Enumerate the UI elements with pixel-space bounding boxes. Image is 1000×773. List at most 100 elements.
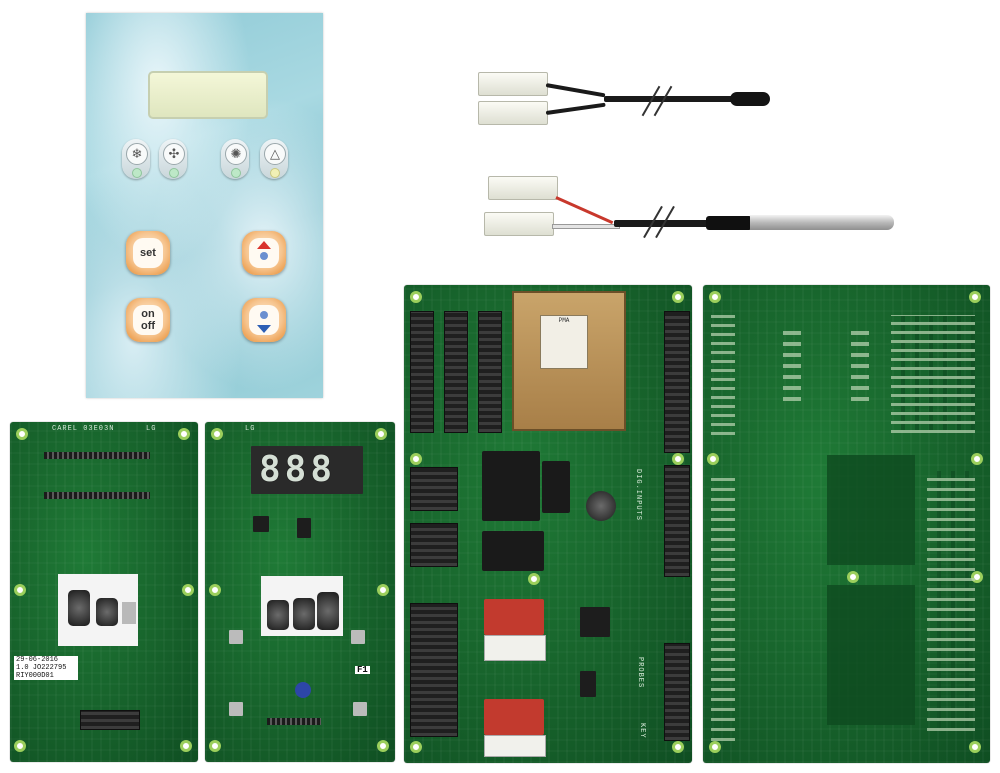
tact-switch[interactable] — [229, 630, 243, 644]
relay-label — [484, 735, 546, 757]
mount-hole — [211, 428, 223, 440]
aux-led — [231, 168, 241, 178]
on-off-button[interactable]: on off — [126, 298, 170, 342]
mount-hole — [672, 291, 684, 303]
cable1-connector-top — [478, 72, 548, 96]
defrost-key[interactable]: ❄ — [122, 139, 150, 179]
ic-chip — [253, 516, 269, 532]
dig-inputs-silk: DIG.INPUTS — [634, 469, 642, 522]
mount-hole — [672, 453, 684, 465]
pcb-keypad-board: CAREL 03E03N LG 29-06-2016 1.0 JO222795 … — [10, 422, 198, 762]
microcontroller — [580, 607, 610, 637]
cable1-wire-b — [545, 102, 606, 115]
copper-area — [827, 455, 915, 565]
board-a-silk-label: CAREL 03E03N — [52, 425, 115, 433]
up-button[interactable] — [242, 231, 286, 275]
cable2-connector-bottom — [484, 212, 554, 236]
fan-led — [169, 168, 179, 178]
terminal-block — [410, 311, 434, 433]
date-label-line1: 29-06-2016 — [16, 656, 59, 664]
solder-pads — [711, 315, 735, 435]
mount-hole — [178, 428, 190, 440]
mount-hole — [410, 741, 422, 753]
mount-hole — [709, 291, 721, 303]
relay — [484, 699, 544, 735]
defrost-led — [132, 168, 142, 178]
fan-icon: ✣ — [163, 143, 185, 165]
off-label: off — [140, 320, 156, 332]
mount-hole — [528, 573, 540, 585]
arrow-up-icon — [257, 241, 271, 249]
cable2-connector-top — [488, 176, 558, 200]
transformer-label: PMA — [540, 315, 588, 369]
mount-hole — [209, 740, 221, 752]
lcd-display-window — [148, 71, 268, 119]
aux-key[interactable]: ✺ — [221, 139, 249, 179]
inductor — [96, 598, 118, 626]
ntc-probe-tip — [730, 92, 770, 106]
board-b-silk-label: LG — [245, 425, 256, 433]
inductor — [68, 590, 90, 626]
probe-sleeve — [706, 216, 752, 230]
fan-key[interactable]: ✣ — [159, 139, 187, 179]
pin-header — [267, 718, 321, 725]
screw-terminal — [80, 710, 140, 730]
capacitor — [317, 592, 339, 630]
display-digits: 888 — [259, 449, 337, 490]
alarm-key[interactable]: △ — [260, 139, 288, 179]
tact-switch[interactable] — [229, 702, 243, 716]
date-label-line2: 1.0 JO222795 — [16, 664, 67, 672]
tact-switch[interactable] — [351, 630, 365, 644]
copper-area — [827, 585, 915, 725]
tact-switch[interactable] — [353, 702, 367, 716]
buzzer — [295, 682, 311, 698]
solder-pads — [927, 471, 975, 731]
terminal-block — [478, 311, 502, 433]
mount-hole — [410, 453, 422, 465]
terminal-block — [410, 523, 458, 567]
stainless-probe-tip — [750, 215, 894, 230]
cable1-sheath — [604, 96, 734, 102]
transformer: PMA — [512, 291, 626, 431]
mount-hole — [180, 740, 192, 752]
membrane-keypad: ❄ ✣ ✺ △ set on off — [86, 13, 323, 398]
relay — [542, 461, 570, 513]
mount-hole — [14, 584, 26, 596]
relay — [482, 531, 544, 571]
alarm-bell-icon: △ — [264, 143, 286, 165]
terminal-block — [410, 467, 458, 511]
mount-hole — [969, 291, 981, 303]
resistor — [122, 602, 136, 624]
set-button[interactable]: set — [126, 231, 170, 275]
terminal-block — [444, 311, 468, 433]
probes-silk: PROBES — [636, 657, 644, 689]
cable1-connector-bottom — [478, 101, 548, 125]
bulb-icon — [260, 311, 268, 319]
on-off-key-face: on off — [133, 305, 163, 335]
mount-hole — [16, 428, 28, 440]
relay-label — [484, 635, 546, 661]
drop-icon — [260, 252, 268, 260]
ic-chip — [580, 671, 596, 697]
pcb-main-board-back — [703, 285, 990, 763]
mount-hole — [410, 291, 422, 303]
down-key-face — [249, 305, 279, 335]
solder-pads — [711, 471, 735, 741]
transformer-brand: PMA — [558, 317, 570, 324]
relay — [484, 599, 544, 635]
relay — [482, 451, 540, 521]
mount-hole — [969, 741, 981, 753]
set-label: set — [133, 238, 163, 268]
mount-hole — [707, 453, 719, 465]
mount-hole — [672, 741, 684, 753]
key-silk: KEY — [638, 723, 646, 739]
terminal-block — [410, 603, 458, 737]
down-button[interactable] — [242, 298, 286, 342]
electrolytic-capacitor — [586, 491, 616, 521]
aux-icon: ✺ — [225, 143, 247, 165]
mount-hole — [14, 740, 26, 752]
defrost-icon: ❄ — [126, 143, 148, 165]
pin-header — [44, 492, 150, 499]
board-a-silk-corner: LG — [146, 425, 157, 433]
cable2-white-wire — [552, 224, 620, 229]
